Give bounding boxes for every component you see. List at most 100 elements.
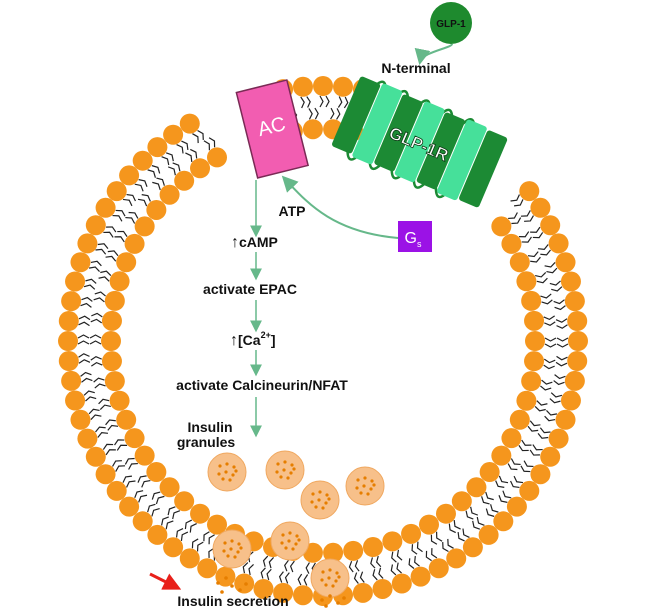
lipid-tail	[411, 541, 423, 555]
insulin-dot	[337, 575, 341, 579]
insulin-dot	[325, 493, 329, 497]
lipid-head-outer	[61, 291, 82, 312]
lipid-tail	[167, 506, 181, 520]
insulin-dot	[324, 583, 328, 587]
lipid-tail	[262, 555, 275, 569]
lipid-tail	[77, 334, 90, 345]
lipid-tail	[481, 491, 494, 505]
lipid-head-outer	[132, 150, 153, 171]
lipid-tail	[543, 358, 556, 370]
lipid-head-outer	[85, 215, 106, 236]
lipid-head-outer	[548, 428, 569, 449]
insulin-dot	[280, 541, 284, 545]
insulin-dot	[318, 490, 322, 494]
lipid-tail	[534, 400, 548, 412]
lipid-tail	[98, 270, 112, 282]
lipid-head-inner	[419, 514, 439, 535]
lipid-tail	[518, 231, 532, 243]
lipid-head-outer	[77, 233, 98, 254]
insulin-dot	[370, 479, 374, 483]
lipid-head-outer	[567, 310, 588, 331]
insulin-dot	[225, 462, 229, 466]
lipid-tail	[507, 458, 521, 471]
lipid-head-outer	[352, 582, 373, 603]
insulin-dot	[369, 487, 373, 491]
lipid-head-outer	[530, 197, 551, 218]
lipid-tail	[105, 250, 119, 262]
lipid-tail	[103, 226, 117, 238]
lipid-tail	[88, 408, 102, 420]
lipid-head-inner	[207, 147, 227, 168]
insulin-dot	[331, 584, 335, 588]
lipid-head-outer	[564, 370, 585, 391]
released-insulin-dot	[320, 598, 324, 602]
lipid-head-inner	[525, 331, 545, 351]
insulin-dot	[279, 475, 283, 479]
lipid-tail	[80, 371, 93, 383]
lipid-tail	[167, 162, 181, 176]
released-insulin-dot	[324, 604, 328, 608]
insulin-dot	[221, 477, 225, 481]
lipid-tail	[553, 299, 566, 311]
lipid-head-inner	[509, 252, 530, 273]
cell-membrane-bilayer	[58, 76, 588, 606]
lipid-head-outer	[163, 124, 184, 145]
insulin-dot	[327, 497, 331, 501]
lipid-tail	[147, 165, 161, 178]
lipid-tail	[508, 212, 522, 225]
insulin-dot	[229, 547, 233, 551]
released-insulin-dot	[216, 581, 220, 585]
lipid-tail	[448, 520, 461, 534]
n-terminal-label: N-terminal	[381, 60, 450, 76]
gs-subscript: s	[417, 239, 422, 249]
lipid-head-outer	[446, 548, 467, 569]
lipid-tail	[457, 528, 470, 542]
lipid-head-inner	[509, 409, 530, 430]
released-insulin-dot	[342, 596, 346, 600]
lipid-tail	[537, 244, 551, 256]
lipid-tail	[510, 194, 524, 207]
lipid-tail	[529, 444, 543, 456]
lipid-tail	[112, 209, 126, 222]
adenylyl-cyclase: AC	[235, 79, 310, 179]
camp-label: ↑cAMP	[231, 234, 278, 251]
lipid-head-inner	[524, 310, 545, 331]
lipid-tail	[391, 549, 403, 563]
insulin-dot	[294, 542, 298, 546]
lipid-head-inner	[124, 428, 145, 449]
lipid-tail	[105, 419, 119, 431]
lipid-tail	[348, 560, 360, 573]
released-insulin-dot	[230, 584, 234, 588]
lipid-head-outer	[147, 137, 168, 158]
lipid-head-inner	[343, 540, 364, 561]
lipid-tail	[83, 278, 97, 290]
lipid-head-outer	[95, 197, 116, 218]
lipid-head-outer	[179, 113, 200, 134]
lipid-tail	[425, 548, 438, 562]
activate-epac-label: activate EPAC	[203, 281, 297, 297]
lipid-head-outer	[70, 252, 91, 273]
lipid-tail	[549, 392, 563, 404]
lipid-tail	[520, 460, 534, 473]
lipid-tail	[319, 95, 330, 108]
lipid-tail	[112, 460, 126, 472]
insulin-dot	[232, 465, 236, 469]
glp1-receptor: GLP-1R	[332, 76, 508, 208]
lipid-tail	[134, 179, 148, 192]
lipid-tail	[203, 531, 215, 545]
lipid-tail	[98, 398, 111, 410]
lipid-head-inner	[134, 445, 155, 466]
lipid-head-inner	[159, 184, 180, 205]
lipid-head-inner	[134, 216, 155, 237]
released-insulin-dot	[224, 576, 228, 580]
lipid-head-inner	[491, 216, 512, 237]
insulin-dot	[359, 491, 363, 495]
insulin-dot	[356, 478, 360, 482]
lipid-tail	[553, 374, 566, 386]
lipid-tail	[90, 312, 103, 324]
glp1-label: GLP-1	[436, 19, 466, 30]
insulin-dot	[230, 539, 234, 543]
lipid-head-inner	[190, 503, 211, 524]
lipid-tail	[520, 210, 534, 222]
insulin-dot	[222, 549, 226, 553]
